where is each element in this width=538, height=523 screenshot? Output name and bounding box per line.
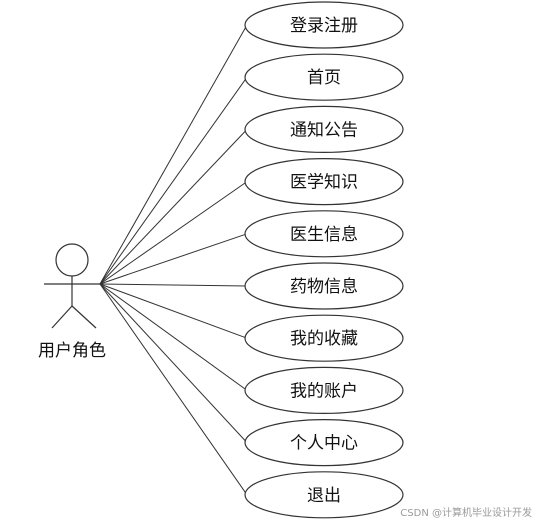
association-line (99, 181, 248, 285)
actor-left-leg (51, 305, 73, 329)
use-case-ellipse (244, 419, 404, 467)
use-case-label: 通知公告 (290, 120, 358, 140)
use-case: 药物信息 (244, 262, 404, 310)
watermark: CSDN @计算机毕业设计开发 (400, 506, 532, 519)
use-case: 医学知识 (244, 158, 404, 206)
use-case-label: 首页 (307, 68, 341, 88)
association-line (99, 283, 248, 391)
use-case-label: 个人中心 (290, 434, 358, 454)
use-case-ellipse (244, 53, 404, 101)
use-case-ellipse (244, 366, 404, 414)
use-case: 我的收藏 (244, 314, 404, 362)
use-case: 个人中心 (244, 419, 404, 467)
association-line (99, 24, 248, 285)
use-case-ellipse (244, 1, 404, 49)
use-case: 通知公告 (244, 105, 404, 153)
use-case-label: 登录注册 (290, 16, 358, 36)
association-line (99, 76, 248, 285)
association-line (99, 283, 248, 496)
association-line (99, 283, 248, 443)
use-case-ellipse (244, 471, 404, 519)
use-case: 退出 (244, 471, 404, 519)
association-line (99, 233, 248, 285)
association-line (99, 129, 248, 285)
use-case-ellipse (244, 262, 404, 310)
use-case-label: 我的账户 (290, 381, 358, 401)
actor: 用户角色 (38, 243, 106, 361)
use-case: 医生信息 (244, 210, 404, 258)
actor-head (55, 243, 89, 277)
use-case-ellipse (244, 210, 404, 258)
actor-right-leg (71, 305, 97, 329)
use-case-ellipse (244, 158, 404, 206)
use-case-ellipse (244, 105, 404, 153)
actor-label: 用户角色 (38, 341, 106, 361)
use-case-label: 我的收藏 (290, 329, 358, 349)
use-case-label: 医生信息 (290, 225, 358, 245)
association-line (99, 283, 248, 287)
use-case-label: 退出 (307, 486, 341, 506)
use-case: 我的账户 (244, 366, 404, 414)
use-case: 首页 (244, 53, 404, 101)
use-case: 登录注册 (244, 1, 404, 49)
use-case-label: 医学知识 (290, 173, 358, 193)
association-line (99, 283, 248, 339)
use-case-label: 药物信息 (290, 277, 358, 297)
association-lines (99, 24, 248, 496)
use-case-ellipse (244, 314, 404, 362)
